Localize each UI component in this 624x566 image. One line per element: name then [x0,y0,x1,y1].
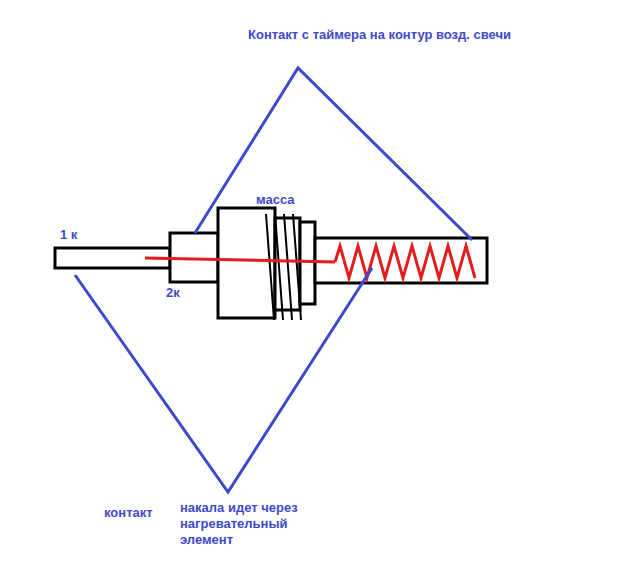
ground-label: масса [256,192,295,208]
thread-stroke [266,214,274,320]
leader-line [75,268,372,492]
note-text: накала идет через нагревательный элемент [180,500,312,548]
terminal-label: 2к [166,285,180,301]
center-wire [145,258,335,262]
screw-thread [266,214,301,320]
thread-stroke [275,214,283,320]
heating-coil [335,246,475,278]
heater-tube [315,238,487,283]
thread-stroke [293,214,301,320]
title-note: Контакт с таймера на контур возд. свечи [248,27,511,43]
terminal-label: 1 к [60,227,77,243]
note-text: контакт [104,505,153,521]
leader-line [195,68,472,240]
thread-stroke [284,214,292,320]
